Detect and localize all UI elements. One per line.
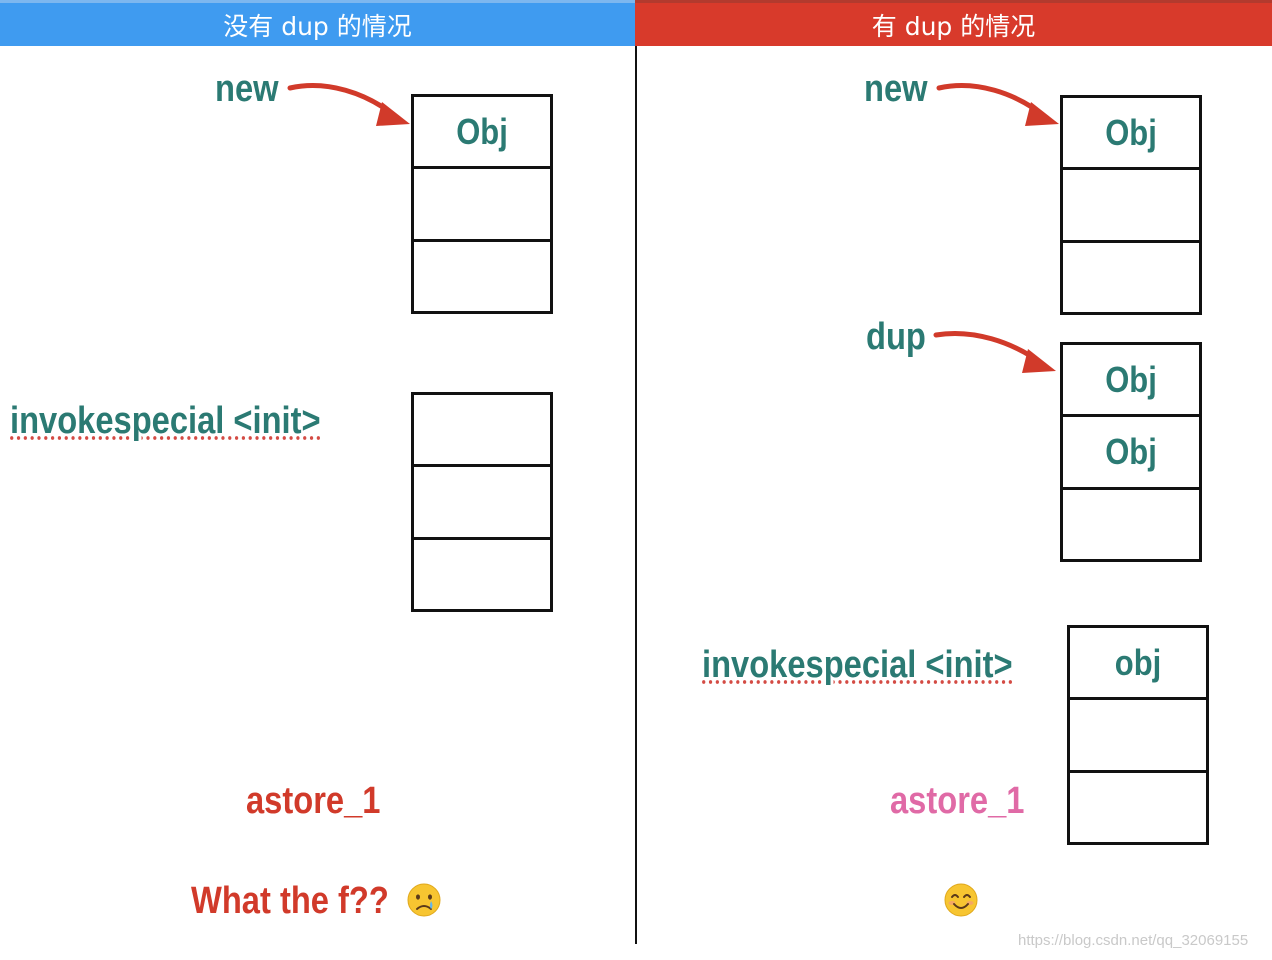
stack-cell: obj (1070, 628, 1206, 701)
stack-cell: Obj (1063, 345, 1199, 418)
stack-cell-value: Obj (1105, 358, 1157, 400)
right-new-arrow (936, 83, 1059, 126)
right-panel-title: 有 dup 的情况 (871, 11, 1036, 41)
left-operand-stack-after-new: Obj (411, 94, 553, 314)
right-invokespecial-label: invokespecial <init> (702, 644, 1013, 686)
stack-cell (414, 540, 550, 609)
right-operand-stack-after-invokespecial: obj (1067, 625, 1209, 845)
stack-cell-value: Obj (1105, 430, 1157, 472)
right-dup-arrow (933, 330, 1056, 373)
stack-cell (414, 242, 550, 311)
right-astore-label: astore_1 (890, 780, 1025, 822)
left-panel-header: 没有 dup 的情况 (0, 0, 635, 46)
stack-cell (1063, 243, 1199, 312)
left-panel-title: 没有 dup 的情况 (223, 11, 412, 41)
stack-cell: Obj (414, 97, 550, 170)
stack-cell (1070, 773, 1206, 842)
stack-cell (414, 467, 550, 540)
watermark: https://blog.csdn.net/qq_32069155 (1018, 932, 1249, 949)
stack-cell-value: Obj (1105, 111, 1157, 153)
left-new-arrow (287, 83, 410, 126)
left-reaction-text: What the f?? (191, 880, 389, 922)
left-new-label: new (215, 68, 279, 110)
right-panel-header: 有 dup 的情况 (635, 0, 1272, 46)
crying-face-icon (407, 883, 441, 917)
stack-cell-value: obj (1114, 641, 1162, 683)
right-operand-stack-after-dup: Obj Obj (1060, 342, 1202, 562)
stack-cell (414, 395, 550, 468)
stack-cell (414, 169, 550, 242)
right-operand-stack-after-new: Obj (1060, 95, 1202, 315)
stack-cell: Obj (1063, 417, 1199, 490)
right-dup-label: dup (866, 316, 926, 358)
right-new-label: new (864, 68, 928, 110)
smiling-face-icon (944, 883, 978, 917)
stack-cell (1063, 170, 1199, 243)
left-invokespecial-label: invokespecial <init> (10, 400, 321, 442)
stack-cell (1063, 490, 1199, 559)
left-operand-stack-after-invokespecial (411, 392, 553, 612)
left-astore-label: astore_1 (246, 780, 381, 822)
stack-cell (1070, 700, 1206, 773)
panel-divider (635, 46, 637, 944)
stack-cell: Obj (1063, 98, 1199, 171)
stack-cell-value: Obj (456, 110, 508, 152)
